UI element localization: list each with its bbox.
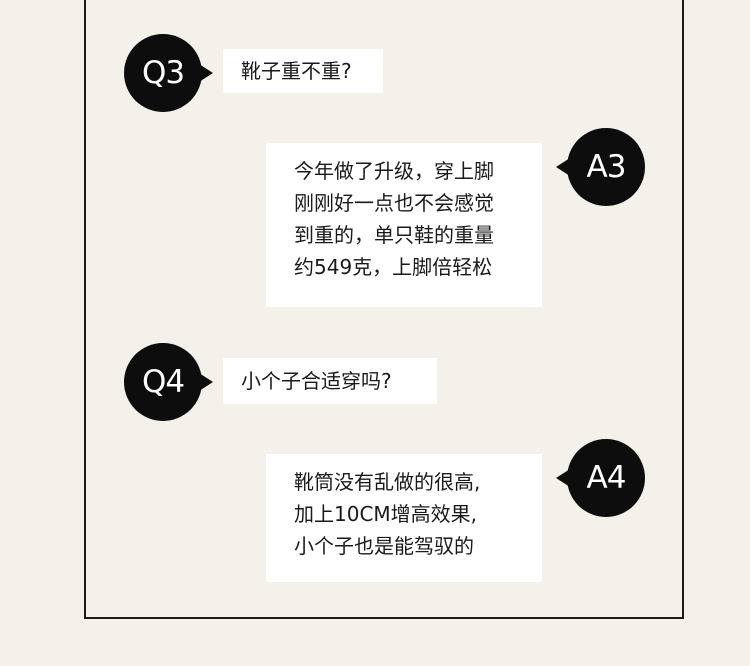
q3-question-text: 靴子重不重? bbox=[241, 59, 352, 83]
q3-question-bubble: 靴子重不重? bbox=[223, 49, 383, 93]
q3-badge: Q3 bbox=[124, 34, 213, 112]
a4-badge-label: A4 bbox=[586, 460, 627, 496]
a3-badge: A3 bbox=[556, 128, 645, 206]
a3-line-3: 到重的，单只鞋的重量 bbox=[294, 223, 494, 247]
q4-badge-label: Q4 bbox=[141, 364, 185, 400]
a3-badge-label: A3 bbox=[586, 149, 627, 185]
a4-line-3: 小个子也是能驾驭的 bbox=[294, 534, 474, 558]
a3-answer-bubble: 今年做了升级，穿上脚 刚刚好一点也不会感觉 到重的，单只鞋的重量 约549克，上… bbox=[266, 143, 542, 307]
q3-badge-label: Q3 bbox=[141, 55, 185, 91]
a3-line-2: 刚刚好一点也不会感觉 bbox=[294, 191, 494, 215]
a4-line-2: 加上10CM增高效果, bbox=[294, 502, 478, 526]
a4-answer-bubble: 靴筒没有乱做的很高, 加上10CM增高效果, 小个子也是能驾驭的 bbox=[266, 454, 542, 582]
a3-line-1: 今年做了升级，穿上脚 bbox=[294, 159, 494, 183]
q4-question-bubble: 小个子合适穿吗? bbox=[223, 358, 437, 404]
a4-line-1: 靴筒没有乱做的很高, bbox=[294, 470, 481, 494]
q4-question-text: 小个子合适穿吗? bbox=[241, 369, 392, 393]
a3-line-4: 约549克，上脚倍轻松 bbox=[294, 255, 493, 279]
q4-badge: Q4 bbox=[124, 343, 213, 421]
a4-badge: A4 bbox=[556, 439, 645, 517]
